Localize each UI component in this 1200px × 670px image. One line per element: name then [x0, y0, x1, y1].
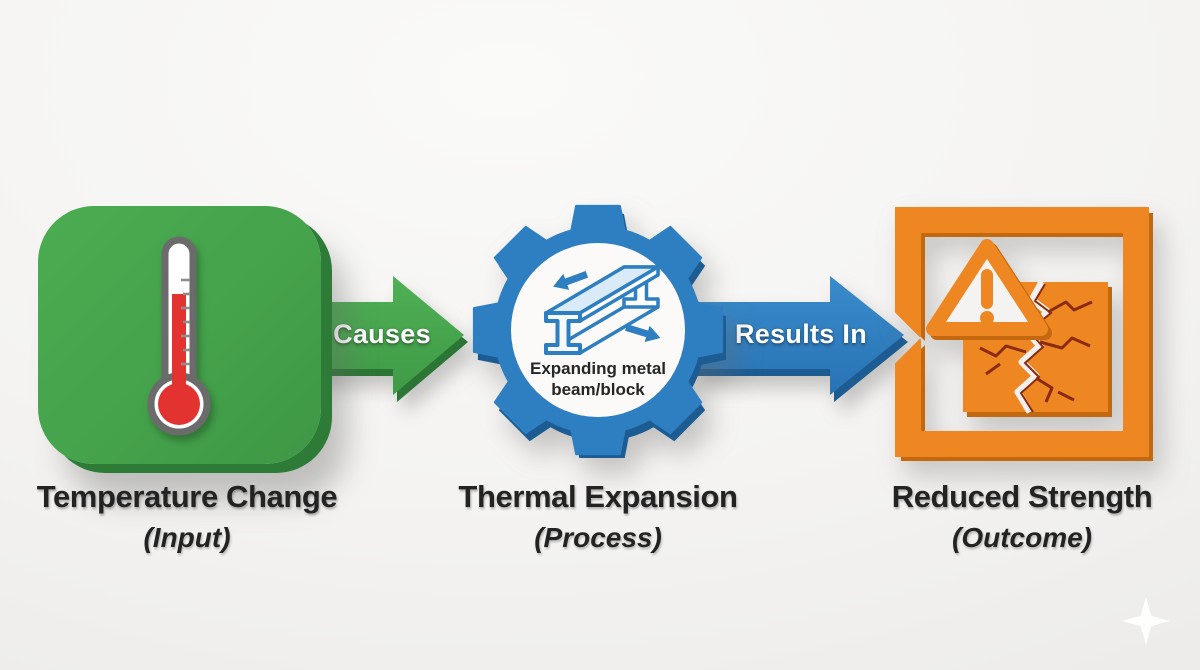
process-node-label: Thermal Expansion (Process) — [428, 479, 768, 554]
warning-triangle-icon — [926, 239, 1052, 340]
outcome-subtitle: (Outcome) — [952, 522, 1092, 553]
input-subtitle: (Input) — [143, 522, 231, 553]
gear-icon — [472, 204, 727, 463]
outcome-frame-shape — [895, 207, 1153, 461]
results-in-arrow: Results In — [693, 271, 909, 403]
sparkle-icon — [1122, 597, 1170, 645]
process-node-gear: Expanding metal beam/block — [470, 202, 727, 463]
square-frame-icon — [895, 207, 1149, 457]
expansion-arrows-icon — [553, 271, 661, 342]
results-in-arrow-shape — [693, 276, 908, 402]
outcome-node-label: Reduced Strength (Outcome) — [852, 479, 1192, 554]
process-title: Thermal Expansion — [458, 479, 738, 514]
gear-caption-line2: beam/block — [551, 380, 645, 399]
gear-caption: Expanding metal beam/block — [470, 358, 726, 400]
outcome-node-frame — [890, 206, 1156, 462]
outcome-title: Reduced Strength — [891, 479, 1153, 514]
process-subtitle: (Process) — [534, 522, 662, 553]
causes-arrow: Causes — [293, 271, 471, 403]
causes-arrow-label: Causes — [333, 319, 431, 349]
input-node-label: Temperature Change (Input) — [17, 479, 357, 554]
input-node-card — [38, 206, 321, 464]
input-title: Temperature Change — [36, 479, 338, 514]
thermometer-icon — [147, 236, 211, 436]
gear-caption-line1: Expanding metal — [529, 359, 667, 378]
causes-arrow-shape — [293, 276, 468, 402]
metal-beam-icon — [544, 265, 660, 355]
results-in-arrow-label: Results In — [734, 319, 868, 349]
